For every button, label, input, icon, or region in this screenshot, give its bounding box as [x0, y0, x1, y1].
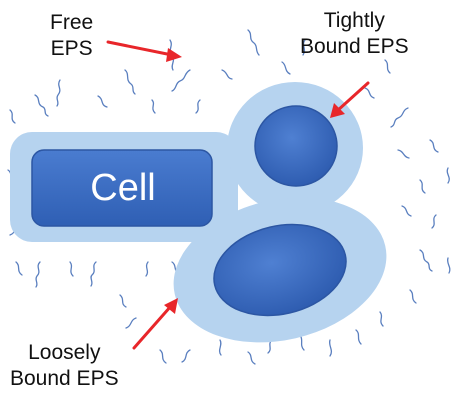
tightly-bound-eps-sphere [254, 105, 338, 187]
inner-cell-ellipse [213, 223, 347, 317]
tightly-bound-eps-label: Tightly Bound EPS [300, 8, 409, 60]
loosely-bound-eps-label-line1: Loosely [28, 341, 101, 364]
tightly-bound-eps-label-line2: Bound EPS [300, 35, 409, 58]
arrows [106, 40, 370, 350]
cell-label: Cell [90, 166, 156, 209]
tightly-bound-eps-arrow [330, 81, 370, 118]
free-eps-label-line2: EPS [50, 37, 93, 60]
free-eps-label: Free EPS [50, 10, 93, 62]
loosely-bound-eps-arrow [132, 298, 178, 350]
free-eps-arrow [106, 40, 182, 62]
free-eps-label-line1: Free [50, 11, 94, 34]
loosely-bound-eps-label-line2: Bound EPS [10, 367, 119, 390]
eps-fibers [7, 29, 451, 365]
cell-body [31, 149, 213, 227]
loosely-bound-eps-label: Loosely Bound EPS [10, 340, 119, 392]
tightly-bound-eps-label-line1: Tightly [323, 9, 385, 32]
